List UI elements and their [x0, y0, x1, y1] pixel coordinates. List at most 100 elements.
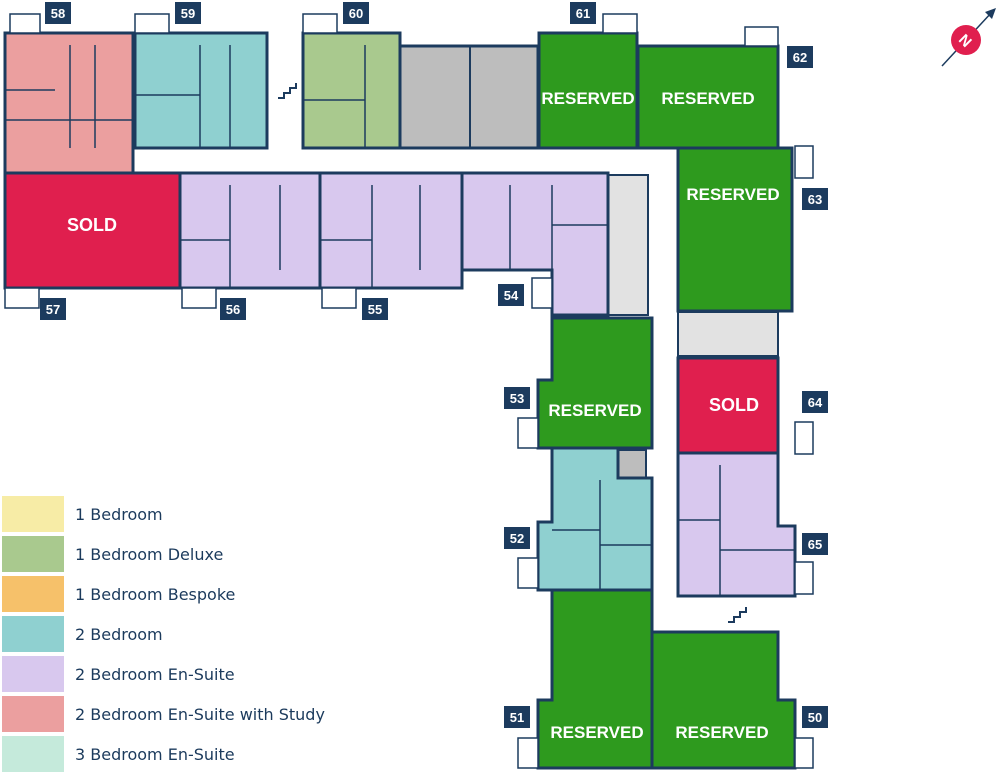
service-room-2 [617, 449, 647, 479]
legend-swatch [2, 656, 64, 692]
unit-55-area[interactable] [318, 171, 464, 290]
unit-63-area[interactable] [676, 146, 794, 313]
legend-item-2-bedroom-en-suite-study: 2 Bedroom En-Suite with Study [0, 696, 420, 734]
unit-53-area[interactable] [536, 316, 654, 450]
legend-label: 1 Bedroom Deluxe [75, 545, 224, 564]
unit-54[interactable] [460, 171, 610, 317]
legend-item-1-bedroom-deluxe: 1 Bedroom Deluxe [0, 536, 420, 574]
unit-56-walls [180, 185, 281, 288]
unit-50-area[interactable] [650, 630, 797, 770]
legend-item-1-bedroom-bespoke: 1 Bedroom Bespoke [0, 576, 420, 614]
unit-58-tag [45, 2, 71, 24]
unit-64-area[interactable] [676, 356, 780, 455]
unit-61-tag [570, 2, 596, 24]
legend-swatch [2, 616, 64, 652]
legend-label: 2 Bedroom En-Suite with Study [75, 705, 325, 724]
unit-63-number: 63 [808, 192, 822, 207]
unit-60-number: 60 [349, 6, 363, 21]
unit-61-status: RESERVED [541, 89, 634, 108]
unit-55-walls [320, 185, 421, 288]
unit-50-status: RESERVED [675, 723, 768, 742]
legend-swatch [2, 696, 64, 732]
unit-58-area[interactable] [3, 31, 135, 175]
unit-60-tag [343, 2, 369, 24]
unit-65-tag [802, 533, 828, 555]
unit-50-number: 50 [808, 710, 822, 725]
legend-item-3-bedroom-en-suite: 3 Bedroom En-Suite [0, 736, 420, 774]
unit-62-status: RESERVED [661, 89, 754, 108]
legend-item-2-bedroom-en-suite: 2 Bedroom En-Suite [0, 656, 420, 694]
legend-swatch [2, 496, 64, 532]
unit-63-status: RESERVED [686, 185, 779, 204]
unit-53-tag [504, 387, 530, 409]
unit-65-area[interactable] [676, 451, 797, 598]
balconies [4, 13, 814, 769]
unit-54-number: 54 [504, 288, 519, 303]
compass: N [941, 8, 996, 67]
legend-swatch [2, 736, 64, 772]
unit-52-number: 52 [510, 531, 524, 546]
unit-51-tag [504, 706, 530, 728]
compass-arrowhead-icon [985, 8, 996, 19]
unit-61-number: 61 [576, 6, 590, 21]
unit-56[interactable] [178, 171, 322, 290]
stairs-icon [278, 83, 297, 99]
unit-51-number: 51 [510, 710, 524, 725]
unit-64-status: SOLD [709, 395, 759, 415]
unit-53-status: RESERVED [548, 401, 641, 420]
unit-58-walls [5, 45, 133, 148]
legend-label: 2 Bedroom En-Suite [75, 665, 235, 684]
legend-label: 1 Bedroom Bespoke [75, 585, 236, 604]
unit-65[interactable] [676, 451, 797, 598]
legend-item-2-bedroom: 2 Bedroom [0, 616, 420, 654]
unit-59-number: 59 [181, 6, 195, 21]
unit-54-area[interactable] [460, 171, 610, 317]
unit-63-tag [802, 188, 828, 210]
unit-58[interactable] [3, 31, 135, 175]
unit-59[interactable] [133, 31, 269, 150]
unit-55[interactable] [318, 171, 464, 290]
unit-52-tag [504, 527, 530, 549]
unit-59-walls [135, 45, 231, 148]
unit-62-tag [787, 46, 813, 68]
common-room [677, 311, 779, 357]
compass-circle [951, 25, 981, 55]
unit-59-tag [175, 2, 201, 24]
unit-51-status: RESERVED [550, 723, 643, 742]
unit-60[interactable] [301, 31, 402, 150]
unit-56-tag [220, 298, 246, 320]
unit-65-walls [678, 465, 795, 596]
unit-56-area[interactable] [178, 171, 322, 290]
unit-60-walls [303, 45, 366, 148]
unit-62-area[interactable] [636, 44, 780, 150]
unit-57-number: 57 [46, 302, 60, 317]
unit-64-tag [802, 391, 828, 413]
legend-item-1-bedroom: 1 Bedroom [0, 496, 420, 534]
unit-60-area[interactable] [301, 31, 402, 150]
unit-56-number: 56 [226, 302, 240, 317]
unit-59-area[interactable] [133, 31, 269, 150]
unit-52-walls [552, 480, 652, 590]
unit-62-number: 62 [793, 50, 807, 65]
service-room [607, 174, 649, 316]
unit-54-walls [509, 185, 608, 270]
unit-53-number: 53 [510, 391, 524, 406]
legend-label: 3 Bedroom En-Suite [75, 745, 235, 764]
legend-swatch [2, 576, 64, 612]
unit-57-status: SOLD [67, 215, 117, 235]
legend-label: 1 Bedroom [75, 505, 163, 524]
unit-55-tag [362, 298, 388, 320]
unit-57-area[interactable] [3, 171, 182, 290]
unit-57-tag [40, 298, 66, 320]
legend-swatch [2, 536, 64, 572]
unit-55-number: 55 [368, 302, 382, 317]
unit-64-number: 64 [808, 395, 823, 410]
legend-label: 2 Bedroom [75, 625, 163, 644]
unit-58-number: 58 [51, 6, 65, 21]
unit-54-tag [498, 284, 524, 306]
stairs-icon [728, 607, 747, 623]
unit-50-tag [802, 706, 828, 728]
unit-65-number: 65 [808, 537, 822, 552]
unit-61-area[interactable] [537, 31, 639, 150]
